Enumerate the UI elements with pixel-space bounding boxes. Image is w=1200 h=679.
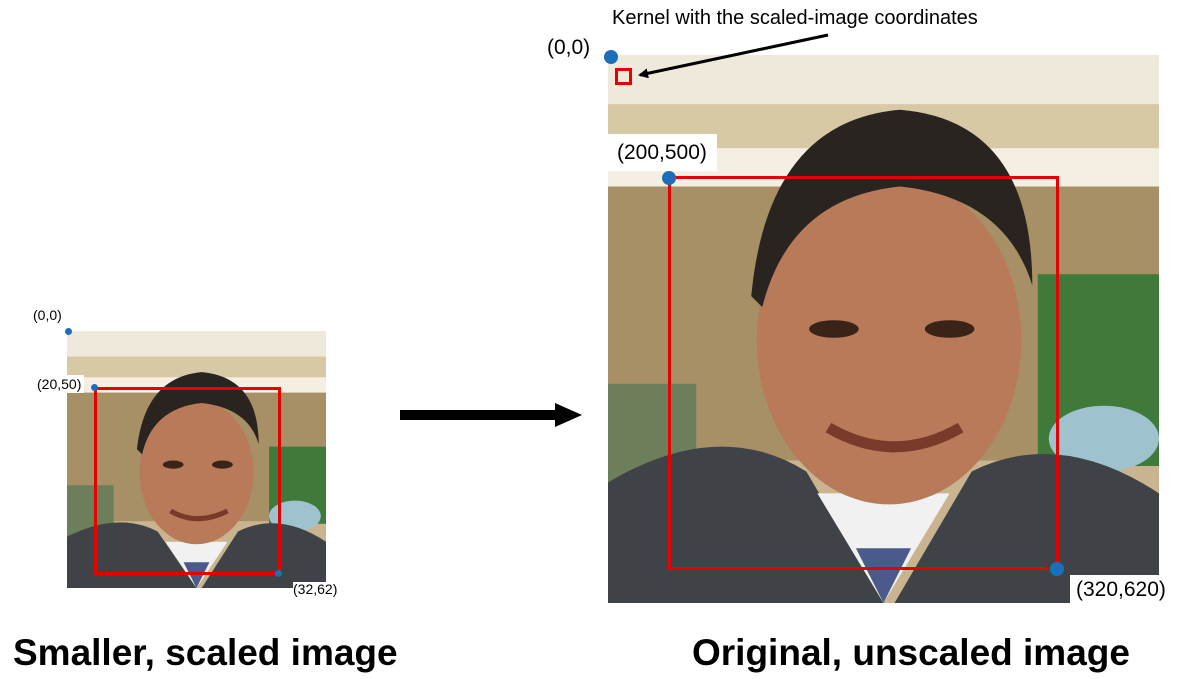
original-image xyxy=(608,55,1159,603)
scaled-bounding-box xyxy=(94,387,281,575)
original-portrait-illustration xyxy=(608,55,1159,603)
original-bounding-box xyxy=(668,176,1059,570)
scaled-bottom-right-point xyxy=(275,570,282,577)
scaled-bottom-right-label: (32,62) xyxy=(293,581,338,597)
original-origin-label: (0,0) xyxy=(547,36,591,59)
kernel-annotation: Kernel with the scaled-image coordinates xyxy=(612,7,978,29)
kernel-box xyxy=(615,68,632,85)
original-top-left-label: (200,500) xyxy=(607,134,717,171)
original-top-left-point xyxy=(662,171,676,185)
scaled-image-caption: Smaller, scaled image xyxy=(13,632,398,673)
scaled-top-left-point xyxy=(91,384,98,391)
original-image-caption: Original, unscaled image xyxy=(692,632,1130,673)
original-bottom-right-point xyxy=(1050,562,1064,576)
scaling-arrow-icon xyxy=(400,403,582,427)
scaled-origin-label: (0,0) xyxy=(33,307,62,323)
scaled-top-left-label: (20,50) xyxy=(34,375,85,393)
original-origin-point xyxy=(604,50,618,64)
scaled-origin-point xyxy=(65,328,72,335)
original-bottom-right-label: (320,620) xyxy=(1070,575,1172,604)
